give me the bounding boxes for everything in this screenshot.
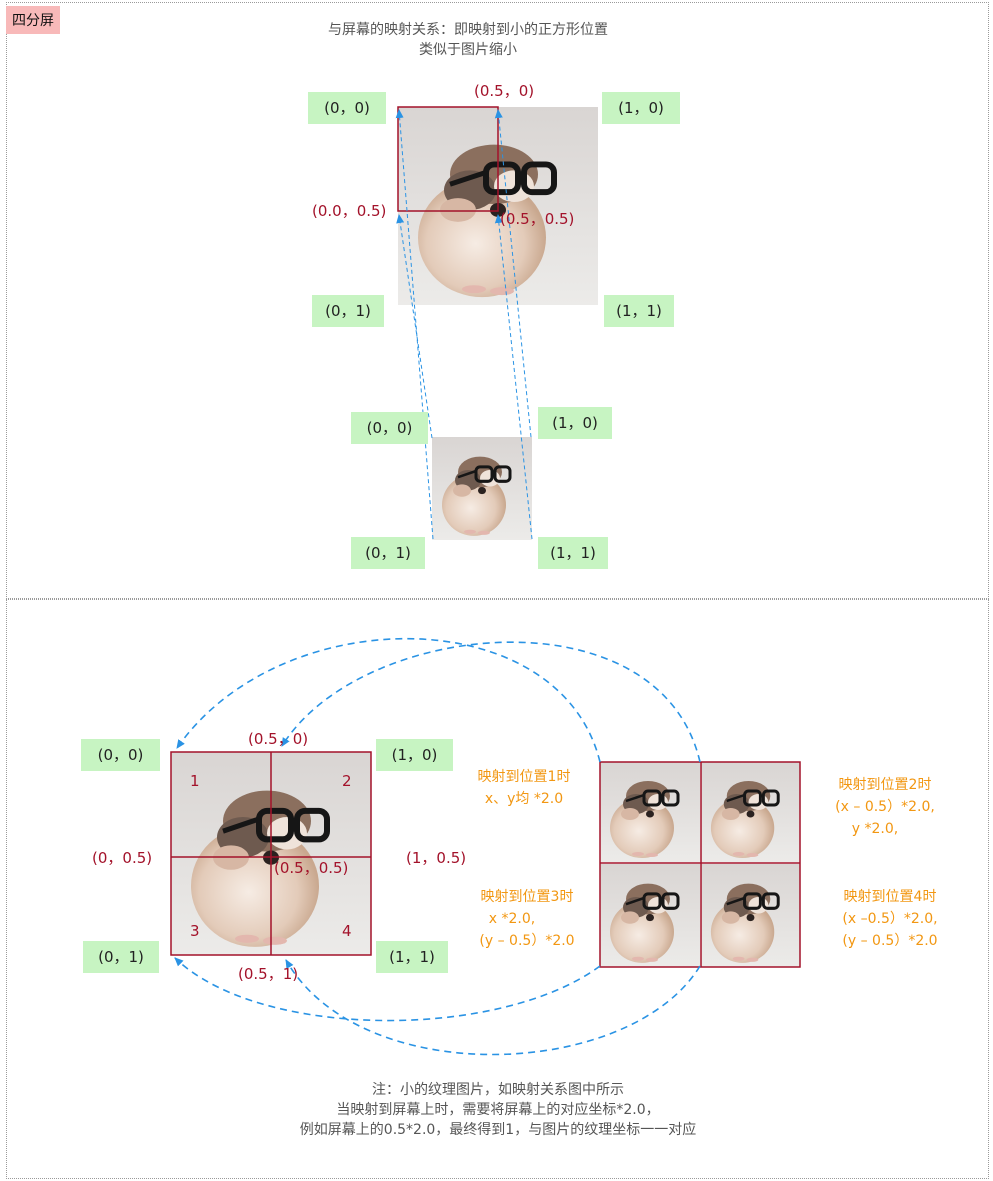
- small-tl-label: (0，0): [351, 412, 428, 444]
- top-mapping-arrows: [395, 109, 533, 540]
- mapped-quarter-rect: [397, 106, 499, 212]
- screen-bl-label: (0，1): [83, 941, 159, 973]
- big-mid-top-label: (0.5，0): [474, 82, 535, 100]
- position-1-note: 映射到位置1时 x、y均 *2.0: [477, 769, 571, 807]
- top-note-line2: 类似于图片缩小: [419, 42, 517, 58]
- big-br-label: (1，1): [604, 295, 674, 327]
- quad-2-image: [701, 762, 800, 862]
- quad-4-image: [701, 864, 800, 967]
- bottom-note-line3: 例如屏幕上的0.5*2.0，最终得到1，与图片的纹理坐标一一对应: [299, 1122, 697, 1138]
- screen-mid-top-label: (0.5，0): [248, 730, 309, 748]
- bottom-panel: [6, 599, 989, 1179]
- top-panel: [6, 2, 989, 599]
- quadrant-2-number: 2: [342, 772, 352, 790]
- quadrant-1-number: 1: [190, 772, 200, 790]
- position-4-note: 映射到位置4时 (x –0.5）*2.0, (y – 0.5）*2.0: [842, 889, 938, 949]
- big-mid-left-label: (0.0，0.5): [312, 202, 387, 220]
- screen-mid-bottom-label: (0.5，1): [238, 965, 299, 983]
- small-tr-label: (1，0): [538, 407, 612, 439]
- screen-tl-label: (0，0): [81, 739, 160, 771]
- screen-center-label: (0.5，0.5): [274, 859, 349, 877]
- bottom-mapping-arrows: [174, 637, 701, 1056]
- bottom-note-line2: 当映射到屏幕上时，需要将屏幕上的对应坐标*2.0，: [336, 1102, 660, 1118]
- quadrant-4-number: 4: [342, 922, 352, 940]
- small-br-label: (1，1): [538, 537, 608, 569]
- big-center-label: (0.5，0.5): [500, 210, 575, 228]
- screen-tr-label: (1，0): [376, 739, 453, 771]
- top-note: 与屏幕的映射关系：即映射到小的正方形位置 类似于图片缩小: [268, 20, 668, 60]
- top-note-line1: 与屏幕的映射关系：即映射到小的正方形位置: [328, 22, 608, 38]
- big-tl-label: (0，0): [308, 92, 386, 124]
- bottom-note-line1: 注：小的纹理图片，如映射关系图中所示: [372, 1082, 624, 1098]
- screen-mid-right-label: (1，0.5): [406, 849, 467, 867]
- section-tag: 四分屏: [6, 6, 60, 34]
- position-3-note: 映射到位置3时 x *2.0, (y – 0.5）*2.0: [479, 889, 575, 949]
- small-texture-image: [432, 437, 532, 540]
- quadrant-3-number: 3: [190, 922, 200, 940]
- bottom-note: 注：小的纹理图片，如映射关系图中所示 当映射到屏幕上时，需要将屏幕上的对应坐标*…: [218, 1080, 778, 1140]
- quad-1-image: [600, 762, 700, 862]
- position-2-note: 映射到位置2时 (x – 0.5）*2.0, y *2.0,: [835, 777, 935, 837]
- big-bl-label: (0，1): [312, 295, 384, 327]
- screen-mid-left-label: (0，0.5): [92, 849, 153, 867]
- quad-3-image: [600, 864, 700, 967]
- screen-br-label: (1，1): [376, 941, 448, 973]
- big-tr-label: (1，0): [602, 92, 680, 124]
- small-bl-label: (0，1): [351, 537, 425, 569]
